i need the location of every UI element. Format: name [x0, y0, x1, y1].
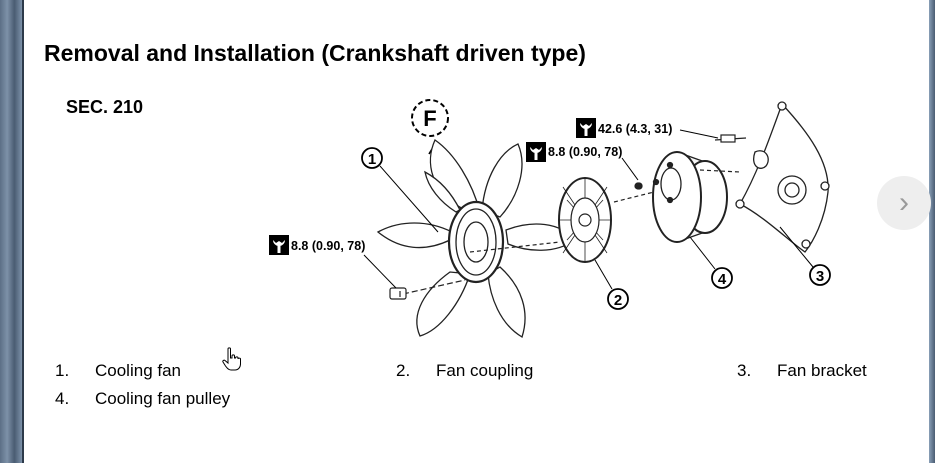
- section-label: SEC. 210: [66, 97, 144, 117]
- fan-bracket-drawing: [735, 101, 830, 253]
- hand-pointer-icon: [222, 347, 241, 371]
- fasteners: [389, 134, 747, 300]
- callout-4: 4: [689, 236, 733, 289]
- svg-text:4: 4: [718, 271, 727, 288]
- torque-wrench-icon: [576, 118, 596, 138]
- callout-3: 3: [779, 226, 831, 286]
- next-page-button[interactable]: ›: [877, 176, 931, 230]
- window-frame-left: [0, 0, 24, 463]
- callout-2: 2: [594, 259, 629, 310]
- torque-wrench-icon: [526, 142, 546, 162]
- torque-label-fan-bolt: 8.8 (0.90, 78): [269, 235, 397, 289]
- cooling-fan-pulley-drawing: [635, 151, 728, 243]
- window-frame-right: [929, 0, 935, 463]
- cooling-fan-drawing: [376, 139, 576, 338]
- torque-label-coupling-nut: 8.8 (0.90, 78): [526, 142, 639, 181]
- svg-text:8.8 (0.90, 78): 8.8 (0.90, 78): [548, 145, 622, 159]
- svg-text:F: F: [423, 106, 436, 131]
- svg-text:3: 3: [816, 268, 824, 285]
- callout-1: 1: [361, 147, 439, 233]
- fan-coupling-drawing: [558, 177, 612, 263]
- svg-text:1: 1: [368, 151, 376, 168]
- chevron-right-icon: ›: [899, 186, 909, 219]
- torque-wrench-icon: [269, 235, 289, 255]
- fan-assembly-diagram: F: [269, 99, 831, 338]
- svg-text:2: 2: [614, 292, 622, 309]
- torque-label-pulley-bolt: 42.6 (4.3, 31): [576, 118, 719, 139]
- svg-text:42.6 (4.3, 31): 42.6 (4.3, 31): [598, 122, 672, 136]
- page-title: Removal and Installation (Crankshaft dri…: [44, 40, 586, 66]
- svg-text:8.8 (0.90, 78): 8.8 (0.90, 78): [291, 239, 365, 253]
